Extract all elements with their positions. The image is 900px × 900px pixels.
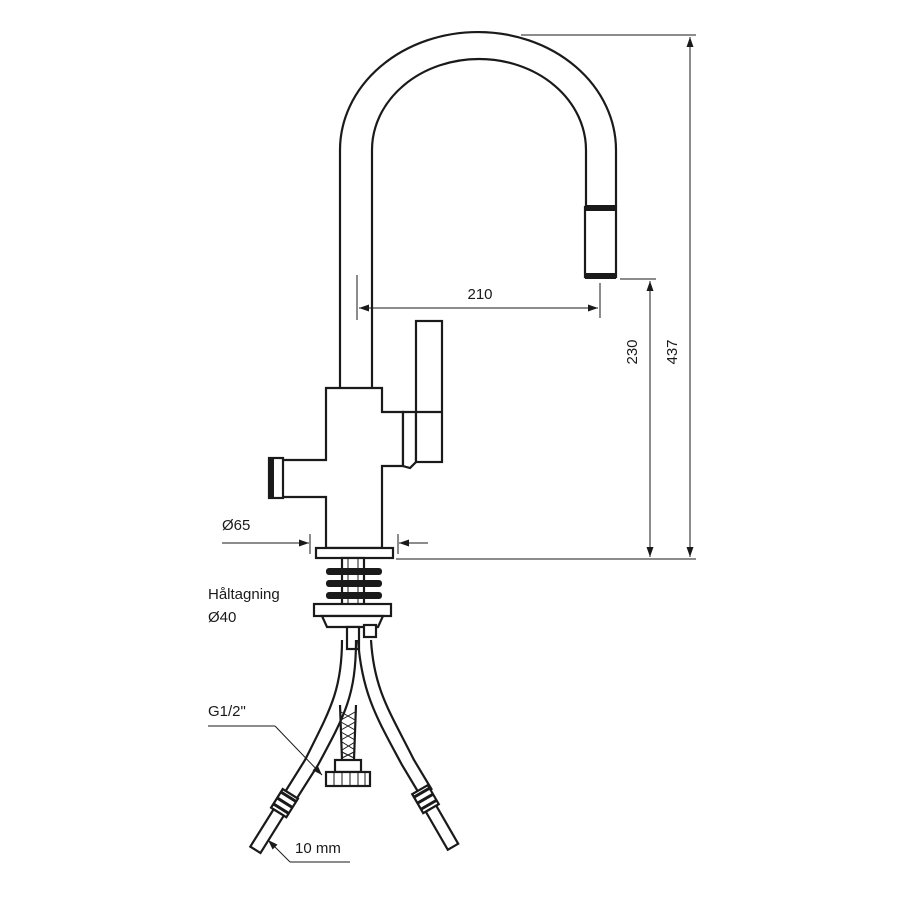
center-fitting xyxy=(333,758,363,774)
reach-value: 210 xyxy=(467,286,492,303)
total-height-value: 437 xyxy=(664,339,681,364)
faucet-body xyxy=(267,319,444,550)
spray-head xyxy=(583,205,618,279)
spout xyxy=(338,30,618,388)
mounting-assembly xyxy=(312,546,395,651)
hole-label-line2: Ø40 xyxy=(208,609,236,626)
connection-value: G1/2" xyxy=(208,703,246,720)
dimension-base-diameter: Ø65 xyxy=(222,517,428,554)
hose-size-value: 10 mm xyxy=(295,840,341,857)
base-diameter-value: Ø65 xyxy=(222,517,250,534)
label-hole: Håltagning Ø40 xyxy=(208,586,280,626)
base-plate xyxy=(314,546,395,560)
handle-lever xyxy=(414,319,444,464)
label-hose-size: 10 mm xyxy=(267,839,350,863)
label-connection: G1/2" xyxy=(208,703,323,776)
dimension-reach: 210 xyxy=(356,275,601,320)
dimension-heights: 230 437 xyxy=(396,34,696,560)
supply-hoses xyxy=(248,639,460,855)
mounting-plate xyxy=(312,602,393,618)
hole-label-line1: Håltagning xyxy=(208,586,280,603)
spout-height-value: 230 xyxy=(624,339,641,364)
